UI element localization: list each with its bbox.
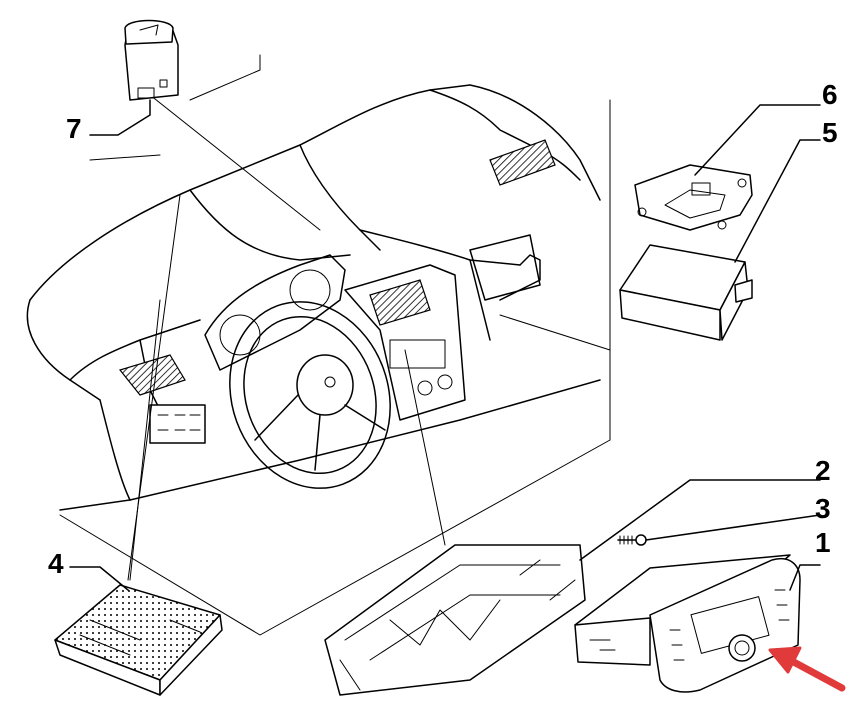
part-1-radio-unit	[574, 554, 821, 693]
callout-7: 7	[66, 113, 82, 144]
callout-1: 1	[815, 527, 831, 558]
leader-lines	[127, 94, 611, 581]
part-2-mounting-frame	[324, 479, 821, 696]
part-5-module	[619, 139, 821, 341]
callout-4: 4	[48, 548, 64, 579]
part-3-screw	[617, 514, 821, 546]
glovebox	[469, 234, 541, 301]
part-4-control-unit	[54, 566, 223, 696]
center-vent-grille	[369, 279, 431, 326]
steering-wheel	[229, 301, 391, 489]
part-7-switch	[89, 19, 179, 136]
callout-5: 5	[822, 117, 838, 148]
callout-3: 3	[815, 493, 831, 524]
highlight-arrow	[768, 646, 846, 692]
callout-2: 2	[815, 455, 831, 486]
part-6-bracket	[634, 104, 821, 231]
instrument-cluster	[204, 254, 346, 371]
callout-6: 6	[822, 79, 838, 110]
center-console	[344, 264, 466, 421]
switch-panel	[149, 404, 206, 444]
right-vent-grille	[489, 139, 556, 186]
left-vent-grille	[118, 354, 186, 396]
